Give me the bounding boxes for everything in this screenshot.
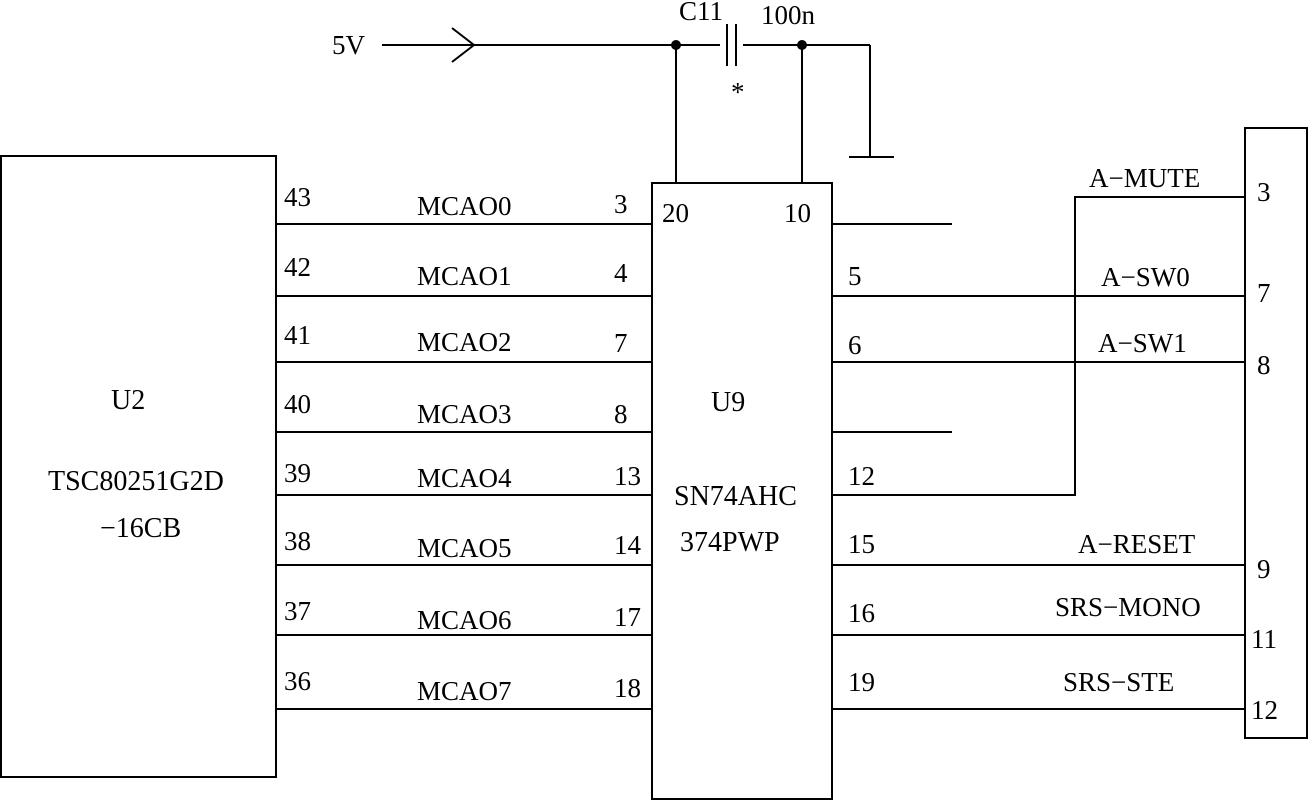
capacitor-value: 100n	[761, 0, 816, 30]
input-net-label: MCAO6	[417, 605, 512, 635]
u9-output-pin-number: 6	[848, 330, 862, 360]
u2-part-line1: TSC80251G2D	[48, 466, 224, 497]
u2-part-line2: −16CB	[100, 513, 181, 544]
input-row: 43 MCAO0 3	[276, 182, 652, 225]
u2-pin-number: 41	[284, 320, 311, 350]
u9-output-pin-number: 19	[848, 667, 875, 697]
u2-pin-number: 40	[284, 389, 311, 419]
u9-input-pin-number: 13	[614, 461, 641, 491]
connector-pin-number: 9	[1257, 554, 1271, 584]
input-net-label: MCAO5	[417, 533, 512, 563]
u2-pin-number: 38	[284, 526, 311, 556]
output-row: 6 A−SW1 8	[832, 328, 1271, 380]
output-net-label: A−MUTE	[1089, 163, 1200, 193]
input-row: 40 MCAO3 8	[276, 389, 652, 433]
u9-output-pin-number: 15	[848, 529, 875, 559]
capacitor-ref: C11	[679, 0, 723, 26]
u9-ref: U9	[711, 387, 745, 418]
u9-output-pin-number: 12	[848, 461, 875, 491]
input-net-label: MCAO0	[417, 191, 512, 221]
input-row: 39 MCAO4 13	[276, 458, 652, 496]
output-row: 12 A−MUTE 3	[832, 163, 1271, 496]
u9-input-pin-number: 4	[614, 258, 628, 288]
connector-pin-number: 12	[1251, 695, 1278, 725]
output-row: 16 SRS−MONO 11	[832, 592, 1277, 654]
input-row: 41 MCAO2 7	[276, 320, 652, 363]
u2-pin-number: 42	[284, 252, 311, 282]
supply-arrow	[451, 27, 476, 63]
input-net-label: MCAO7	[417, 676, 512, 706]
connector-body	[1244, 127, 1308, 739]
connector-pin-number: 7	[1257, 278, 1271, 308]
u9-body	[651, 182, 833, 800]
output-net-label: SRS−MONO	[1055, 592, 1201, 622]
input-net-label: MCAO4	[417, 463, 512, 493]
output-row: 15 A−RESET 9	[832, 529, 1271, 584]
u9-part-line2: 374PWP	[680, 527, 780, 558]
output-net-label: A−RESET	[1078, 529, 1196, 559]
u9-part-line1: SN74AHC	[674, 481, 797, 512]
output-wire	[832, 196, 1245, 496]
connector-pin-number: 8	[1257, 350, 1271, 380]
u2-pin-number: 37	[284, 596, 311, 626]
u9-pin-gnd: 10	[784, 198, 811, 228]
junction-dot-gnd	[797, 40, 807, 50]
output-net-label: A−SW1	[1098, 328, 1187, 358]
u2-pin-number: 43	[284, 182, 311, 212]
u2-pin-number: 39	[284, 458, 311, 488]
input-net-label: MCAO2	[417, 327, 512, 357]
input-net-label: MCAO3	[417, 399, 512, 429]
supply-label: 5V	[332, 30, 366, 60]
u9-input-pin-number: 8	[614, 399, 628, 429]
capacitor-note: *	[731, 77, 745, 107]
input-row: 36 MCAO7 18	[276, 666, 652, 710]
connector-pin-number: 11	[1251, 624, 1277, 654]
u2-pin-number: 36	[284, 666, 311, 696]
junction-dot-vcc	[671, 40, 681, 50]
u9-input-pin-number: 18	[614, 673, 641, 703]
input-row: 38 MCAO5 14	[276, 526, 652, 566]
u9-output-pin-number: 16	[848, 598, 875, 628]
output-row: 5 A−SW0 7	[832, 261, 1271, 308]
input-row: 37 MCAO6 17	[276, 596, 652, 636]
u9-input-pin-number: 14	[614, 530, 642, 560]
output-net-label: A−SW0	[1101, 262, 1190, 292]
connector-pin-number: 3	[1257, 177, 1271, 207]
output-row: 19 SRS−STE 12	[832, 667, 1278, 725]
u9-input-pin-number: 17	[614, 602, 641, 632]
u9-pin-vcc: 20	[662, 198, 689, 228]
u9-input-pin-number: 7	[614, 328, 628, 358]
u2-ref: U2	[111, 385, 145, 416]
input-net-label: MCAO1	[417, 261, 512, 291]
u2-body	[0, 155, 277, 778]
u9-output-pin-number: 5	[848, 261, 862, 291]
output-net-label: SRS−STE	[1063, 667, 1174, 697]
input-row: 42 MCAO1 4	[276, 252, 652, 297]
u9-input-pin-number: 3	[614, 189, 628, 219]
